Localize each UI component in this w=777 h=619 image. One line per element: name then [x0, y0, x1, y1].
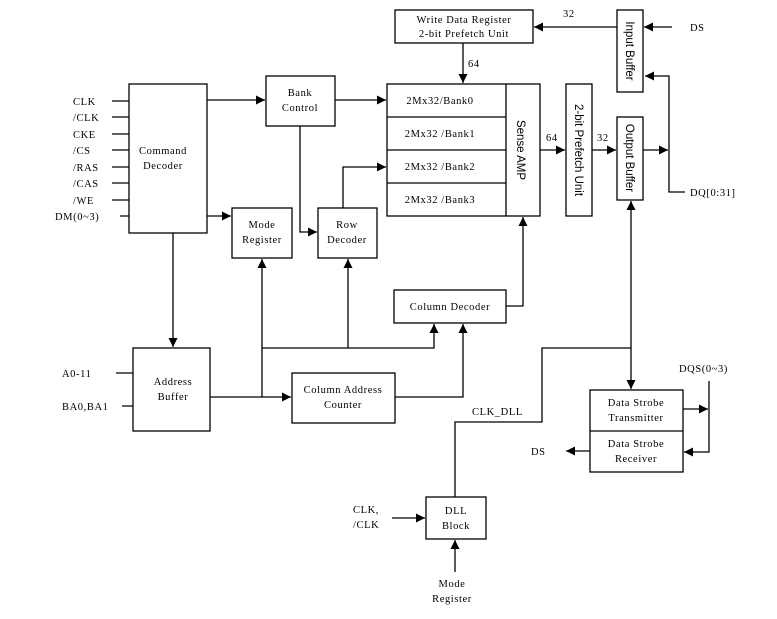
bank-2-label: 2Mx32 /Bank2	[405, 162, 476, 173]
block-label: Bank	[288, 88, 313, 99]
dq-bus-wire	[645, 71, 685, 193]
signal-label: CKE	[73, 130, 96, 141]
signal-label: A0-11	[62, 369, 91, 380]
dll-block: DLL Block	[425, 496, 487, 540]
signal-label: BA0,BA1	[62, 402, 109, 413]
row-decoder-block: Row Decoder	[317, 207, 378, 259]
mode-register-block: Mode Register	[231, 207, 293, 259]
block-label: Data Strobe	[608, 398, 664, 409]
signal-label: Register	[432, 594, 472, 605]
block-label: Block	[442, 521, 470, 532]
bus-width-label: 64	[468, 59, 480, 70]
clk-dll-wire	[454, 347, 631, 497]
counter-to-column-decoder-wire	[395, 324, 468, 398]
bus-width-label: 32	[563, 9, 575, 20]
block-label: Column Address	[304, 385, 383, 396]
data-strobe-block: Data Strobe Transmitter Data Strobe Rece…	[589, 389, 684, 473]
block-label: 2-bit Prefetch Unit	[419, 29, 509, 40]
output-buffer-block: Output Buffer	[616, 116, 644, 201]
command-decoder-block: Command Decoder	[128, 83, 208, 234]
block-label: Column Decoder	[410, 302, 490, 313]
block-label: Write Data Register	[417, 15, 512, 26]
memory-bank-array: 2Mx32/Bank0 2Mx32 /Bank1 2Mx32 /Bank2 2M…	[386, 83, 541, 217]
address-to-column-decoder-wire	[262, 324, 439, 349]
signal-label: Mode	[439, 579, 466, 590]
row-decoder-to-bank-wire	[342, 162, 386, 208]
command-inputs: CLK /CLK CKE /CS /RAS /CAS /WE DM(0~3)	[55, 97, 129, 223]
block-label: Receiver	[615, 454, 657, 465]
signal-label: /CS	[73, 146, 91, 157]
dq-label: DQ[0:31]	[690, 188, 736, 199]
dqs-label: DQS(0~3)	[679, 364, 728, 375]
address-input-wires	[116, 372, 133, 407]
block-label: Decoder	[143, 161, 183, 172]
write-data-register-block: Write Data Register 2-bit Prefetch Unit	[394, 9, 534, 44]
signal-label: /CAS	[73, 179, 99, 190]
block-label: Row	[336, 220, 358, 231]
signal-label: DM(0~3)	[55, 212, 99, 223]
bank-control-block: Bank Control	[265, 75, 336, 127]
signal-label: /RAS	[73, 163, 99, 174]
column-decoder-block: Column Decoder	[393, 289, 507, 324]
block-label: Counter	[324, 400, 362, 411]
signal-label: CLK	[73, 97, 96, 108]
block-label: Register	[242, 235, 282, 246]
ds-output-label: DS	[531, 447, 546, 458]
address-buffer-block: Address Buffer	[132, 347, 211, 432]
ds-input-label: DS	[690, 23, 705, 34]
bank-0-label: 2Mx32/Bank0	[406, 96, 473, 107]
sense-amp-label: Sense AMP	[514, 120, 526, 180]
bank-control-to-row-decoder-wire	[299, 126, 317, 237]
column-address-counter-block: Column Address Counter	[291, 372, 396, 424]
block-label: Command	[139, 146, 187, 157]
prefetch-unit-block: 2-bit Prefetch Unit	[565, 83, 593, 217]
block-label: Input Buffer	[623, 21, 635, 80]
block-label: DLL	[445, 506, 467, 517]
block-label: Mode	[249, 220, 276, 231]
block-label: Address	[154, 377, 193, 388]
signal-label: /CLK	[73, 113, 99, 124]
bus-width-label: 64	[546, 133, 558, 144]
input-buffer-block: Input Buffer	[616, 9, 644, 93]
block-label: Decoder	[327, 235, 367, 246]
clk-dll-label: CLK_DLL	[472, 407, 523, 418]
block-label: 2-bit Prefetch Unit	[572, 104, 584, 197]
bus-width-label: 32	[597, 133, 609, 144]
signal-label: /WE	[73, 196, 94, 207]
dqs-to-receiver-wire	[684, 381, 710, 457]
block-label: Transmitter	[608, 413, 663, 424]
block-label: Output Buffer	[623, 124, 635, 192]
block-label: Control	[282, 103, 318, 114]
bank-3-label: 2Mx32 /Bank3	[405, 195, 476, 206]
block-label: Data Strobe	[608, 439, 664, 450]
bank-1-label: 2Mx32 /Bank1	[405, 129, 476, 140]
signal-label: /CLK	[353, 520, 379, 531]
signal-label: CLK,	[353, 505, 379, 516]
block-label: Buffer	[158, 392, 189, 403]
column-decoder-to-sense-amp-wire	[506, 217, 528, 307]
